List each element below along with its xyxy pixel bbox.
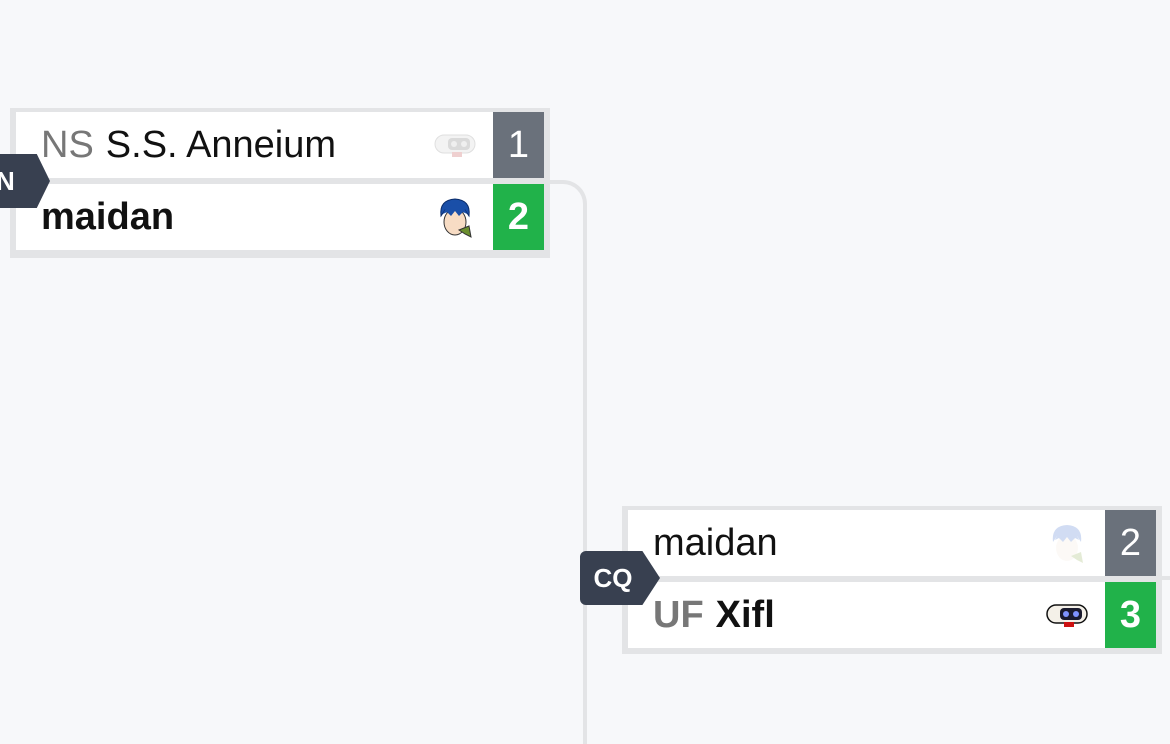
blue-hair-character-icon xyxy=(1045,521,1089,565)
player-tag: S.S. Anneium xyxy=(105,123,337,166)
score-box: 3 xyxy=(1105,582,1156,648)
player-name: maidan xyxy=(16,196,433,239)
score-box: 2 xyxy=(493,184,544,250)
bracket-connector-right xyxy=(1156,576,1170,580)
blue-hair-character-icon xyxy=(433,195,477,239)
match-tag: CQ xyxy=(580,551,660,605)
robot-icon xyxy=(1045,593,1089,637)
player-name: UF Xifl xyxy=(628,594,1045,637)
player-tag: Xifl xyxy=(715,593,775,636)
bracket-connector xyxy=(545,180,587,744)
player-row[interactable]: maidan 2 xyxy=(16,184,544,250)
player-name: NS S.S. Anneium xyxy=(16,124,433,167)
player-tag: maidan xyxy=(653,521,778,564)
match-card[interactable]: maidan 2 UF Xifl 3 xyxy=(622,506,1162,654)
player-name: maidan xyxy=(628,522,1045,565)
player-tag: maidan xyxy=(41,195,175,238)
team-prefix: NS xyxy=(41,123,94,166)
player-row[interactable]: maidan 2 xyxy=(628,510,1156,576)
player-row[interactable]: UF Xifl 3 xyxy=(628,582,1156,648)
team-prefix: UF xyxy=(653,593,704,636)
match-card[interactable]: NS S.S. Anneium 1 maidan 2 xyxy=(10,108,550,258)
score-box: 2 xyxy=(1105,510,1156,576)
robot-icon xyxy=(433,123,477,167)
score-box: 1 xyxy=(493,112,544,178)
player-row[interactable]: NS S.S. Anneium 1 xyxy=(16,112,544,178)
